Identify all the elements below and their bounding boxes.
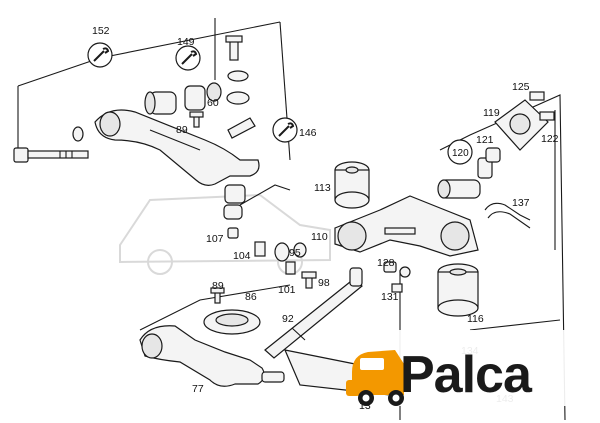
label-92: 92 [282, 313, 294, 325]
label-121: 121 [476, 134, 494, 146]
label-98: 98 [318, 277, 330, 289]
washer-left [72, 126, 84, 142]
label-137: 137 [512, 197, 530, 209]
long-bolt [13, 147, 89, 163]
clamp-137 [484, 202, 531, 229]
label-125: 125 [512, 81, 530, 93]
truck-icon [346, 350, 404, 406]
tool-badge-152 [87, 42, 113, 68]
label-152: 152 [92, 25, 110, 37]
tool-badge-120 [447, 139, 473, 165]
label-89-lower: 89 [212, 280, 224, 292]
label-86: 86 [245, 291, 257, 303]
label-119: 119 [483, 107, 500, 119]
label-101: 101 [278, 284, 296, 296]
label-89-upper: 89 [176, 124, 188, 136]
bushing-120 [437, 147, 501, 199]
tool-badge-146 [272, 117, 298, 143]
stabilizer-bar [264, 267, 363, 359]
palca-logo: Palca [346, 330, 588, 406]
label-107: 107 [206, 233, 224, 245]
logo-text: Palca [400, 346, 533, 404]
label-146: 146 [299, 127, 317, 139]
upper-bushings [144, 35, 256, 139]
label-128: 128 [377, 257, 395, 269]
part-labels: 152 149 60 89 146 125 119 121 122 120 13… [92, 25, 559, 412]
bracket-110 [334, 195, 479, 257]
tool-badge-149 [175, 45, 201, 71]
label-110: 110 [311, 231, 328, 243]
label-116: 116 [467, 313, 484, 325]
label-120: 120 [452, 148, 469, 159]
upper-control-arm [94, 109, 260, 186]
spring-seat [203, 309, 261, 335]
label-122: 122 [541, 133, 559, 145]
label-13: 13 [359, 400, 371, 412]
label-95: 95 [289, 247, 301, 259]
label-60: 60 [207, 97, 219, 109]
mount-119 [494, 91, 555, 151]
bushing-116 [437, 263, 479, 317]
label-104: 104 [233, 250, 251, 262]
label-149: 149 [177, 36, 195, 48]
link-parts [210, 184, 317, 304]
rubber-mount-113 [334, 161, 370, 209]
label-113: 113 [314, 182, 331, 194]
bolt-128 [383, 261, 411, 293]
label-131: 131 [381, 291, 399, 303]
label-77: 77 [192, 383, 204, 395]
